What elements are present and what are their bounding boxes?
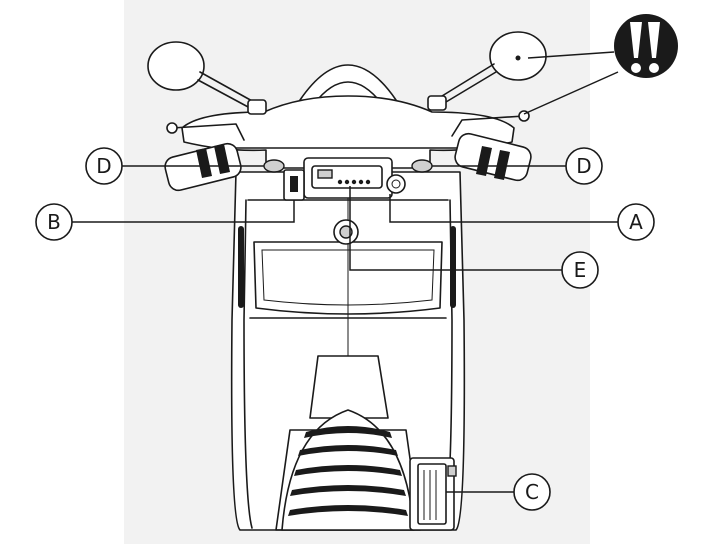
leader-warning-mirror — [527, 51, 615, 59]
leader-b — [72, 200, 295, 223]
callout-c: C — [513, 473, 551, 511]
svg-text:D: D — [96, 154, 111, 178]
svg-text:C: C — [525, 480, 539, 504]
scooter-body — [230, 108, 466, 531]
turn-signal-right — [411, 159, 433, 173]
turn-signal-left — [263, 159, 285, 173]
dashboard — [303, 157, 393, 199]
foot-pedal — [409, 457, 457, 531]
grip-left — [164, 122, 245, 192]
svg-text:D: D — [576, 154, 591, 178]
leader-e — [349, 186, 562, 271]
callout-a: A — [617, 203, 655, 241]
exclamation-warning-icon — [614, 14, 678, 78]
callout-b: B — [35, 203, 73, 241]
callout-e: E — [561, 251, 599, 289]
mirror-left — [147, 41, 267, 115]
callout-d-left: D — [85, 147, 123, 185]
leader-a — [389, 194, 618, 223]
grip-right — [451, 110, 532, 182]
callout-d-right: D — [565, 147, 603, 185]
leader-warning-lever — [523, 71, 619, 115]
svg-text:A: A — [629, 210, 643, 234]
svg-text:E: E — [574, 258, 587, 282]
start-button — [386, 174, 406, 194]
svg-text:B: B — [47, 210, 61, 234]
seat — [281, 409, 415, 531]
